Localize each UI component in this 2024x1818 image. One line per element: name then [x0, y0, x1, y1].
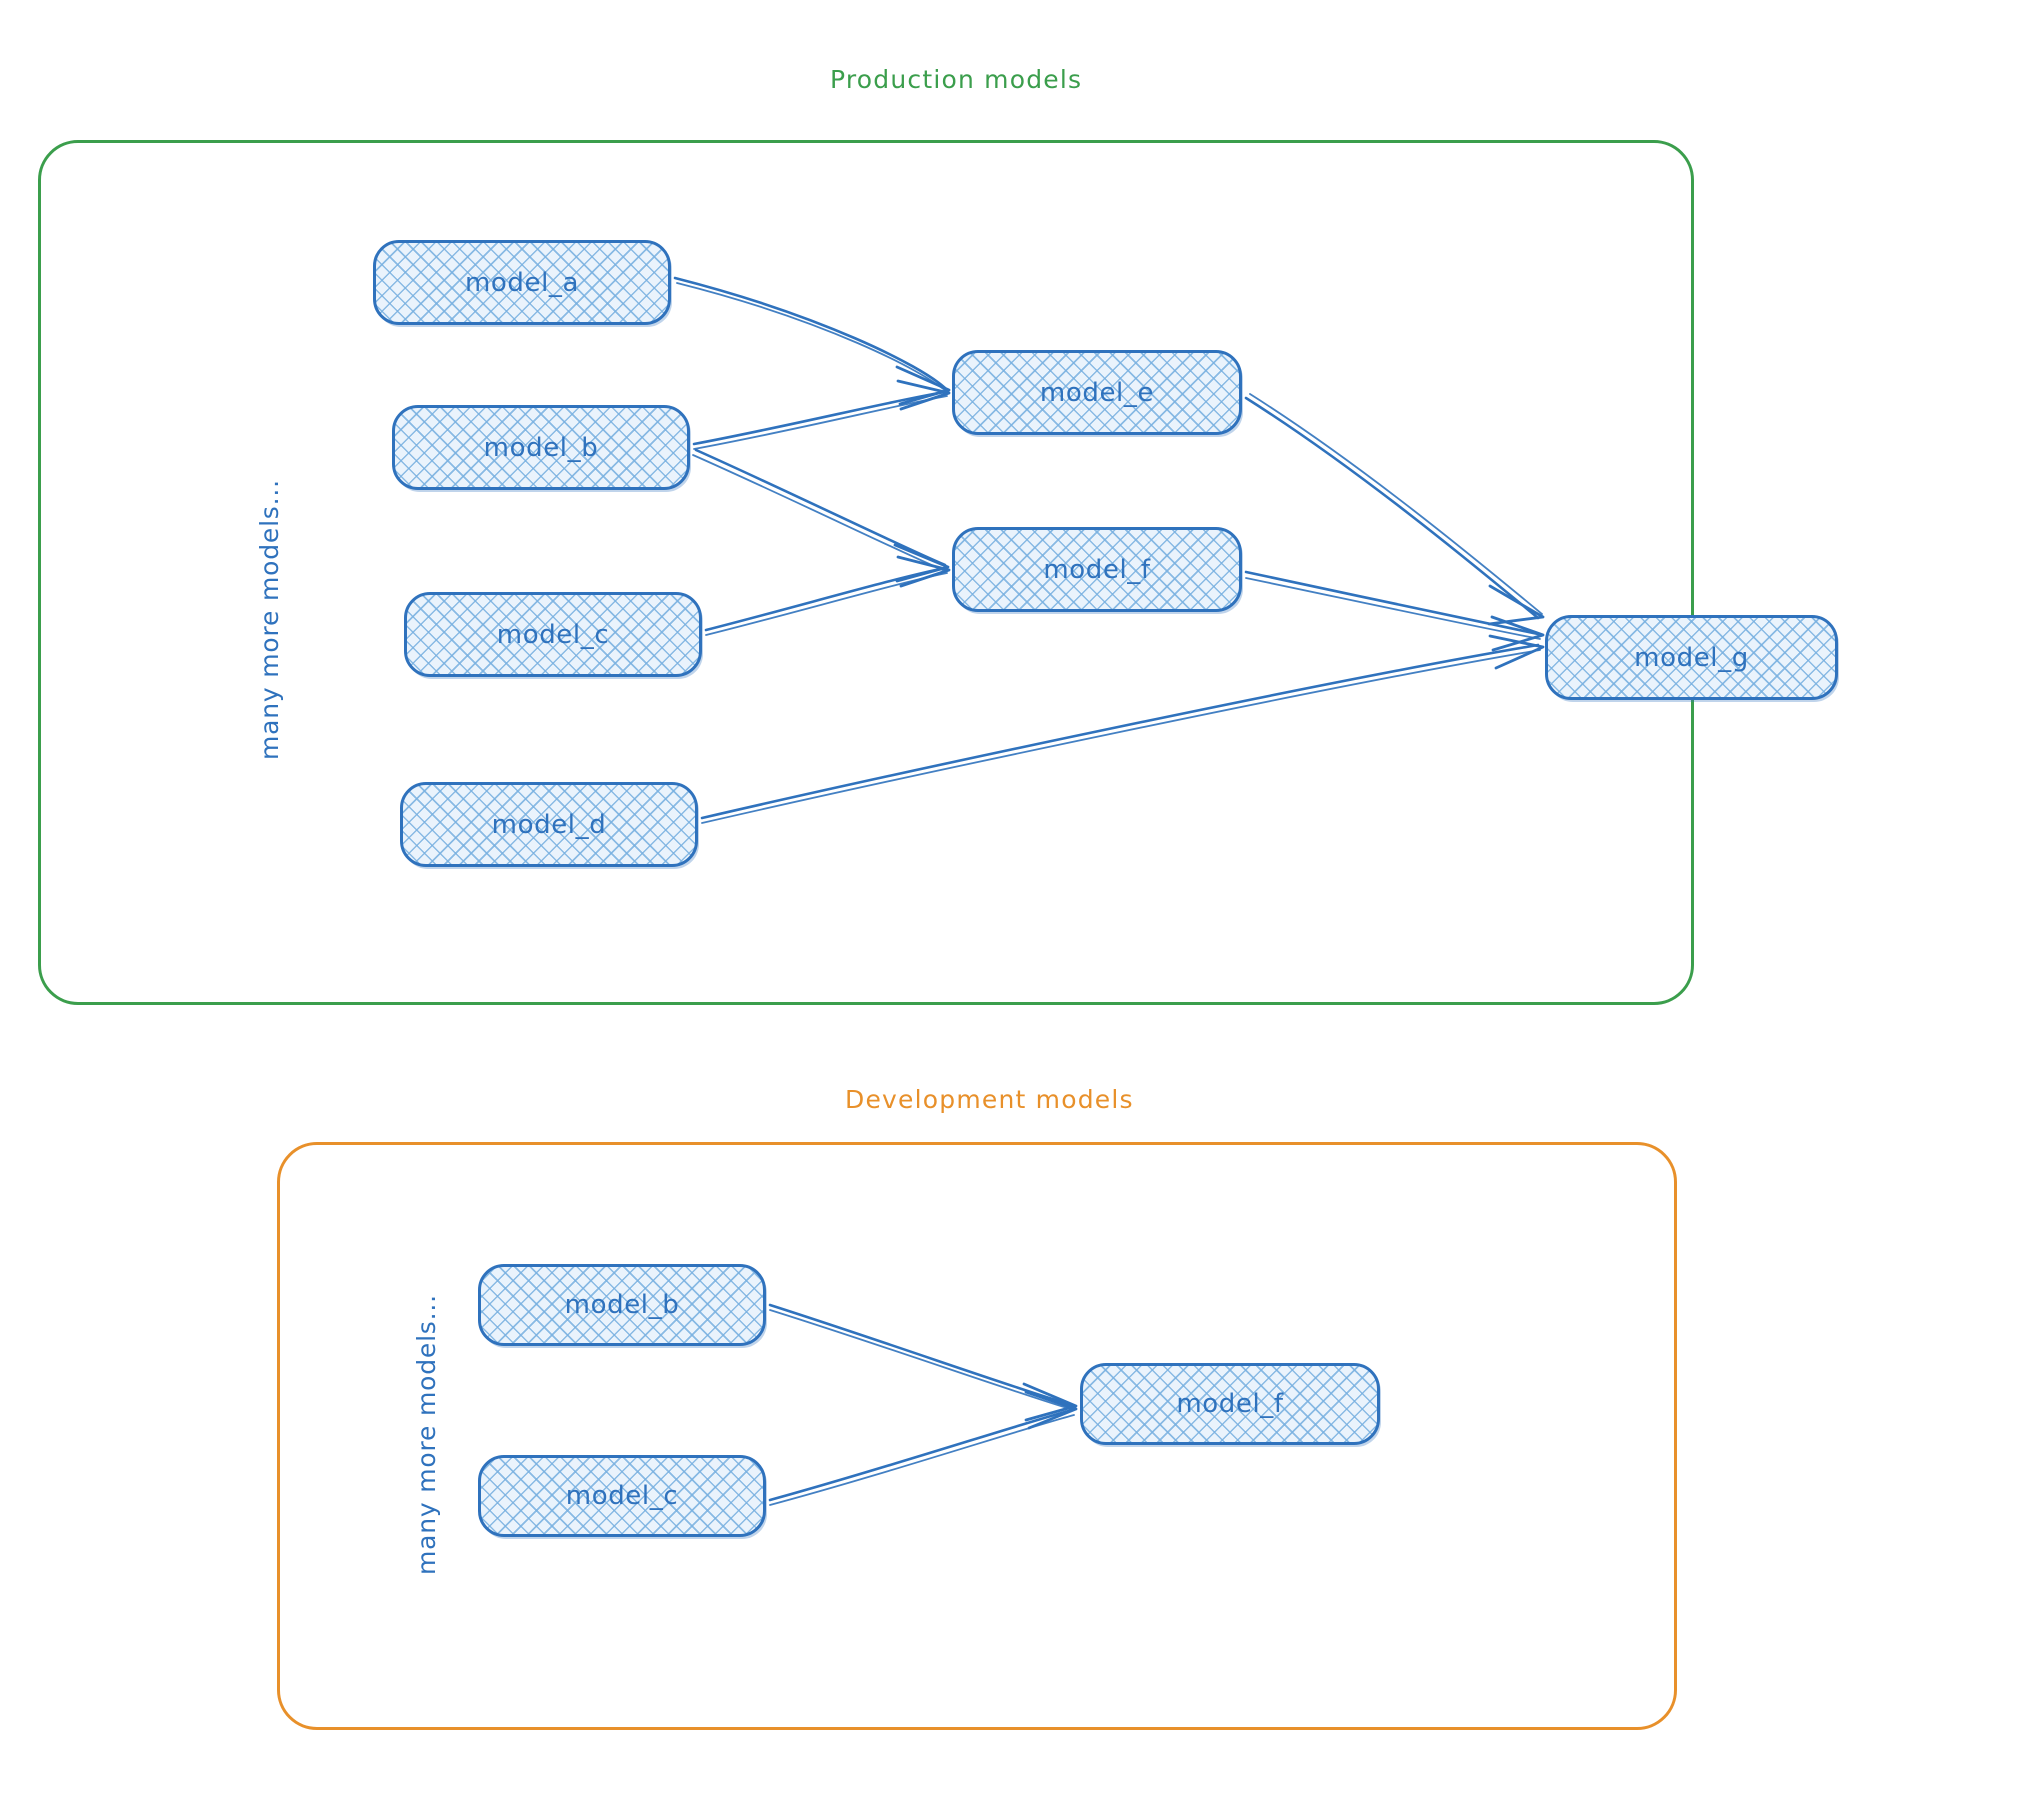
node-prod-model-c[interactable]: model_c — [404, 592, 702, 677]
development-many-more-models-note: many more models... — [412, 1294, 441, 1575]
node-label: model_c — [496, 619, 610, 650]
development-group-title: Development models — [845, 1085, 1134, 1114]
node-prod-model-b[interactable]: model_b — [392, 405, 690, 490]
node-label: model_e — [1039, 377, 1155, 408]
production-group-frame — [38, 140, 1694, 1005]
node-label: model_b — [564, 1290, 680, 1320]
node-prod-model-g[interactable]: model_g — [1545, 615, 1838, 700]
node-label: model_b — [483, 432, 599, 463]
node-prod-model-d[interactable]: model_d — [400, 782, 698, 867]
node-label: model_f — [1043, 554, 1151, 585]
node-dev-model-b[interactable]: model_b — [478, 1264, 766, 1346]
node-label: model_a — [464, 267, 580, 298]
node-label: model_g — [1634, 642, 1749, 673]
node-label: model_f — [1176, 1389, 1284, 1419]
node-dev-model-c[interactable]: model_c — [478, 1455, 766, 1537]
node-dev-model-f[interactable]: model_f — [1080, 1363, 1380, 1445]
node-label: model_c — [565, 1481, 679, 1511]
node-prod-model-f[interactable]: model_f — [952, 527, 1242, 612]
development-group-frame — [277, 1142, 1677, 1730]
production-group-title: Production models — [830, 65, 1083, 94]
node-label: model_d — [491, 809, 607, 840]
node-prod-model-a[interactable]: model_a — [373, 240, 671, 325]
production-many-more-models-note: many more models... — [255, 479, 284, 760]
node-prod-model-e[interactable]: model_e — [952, 350, 1242, 435]
